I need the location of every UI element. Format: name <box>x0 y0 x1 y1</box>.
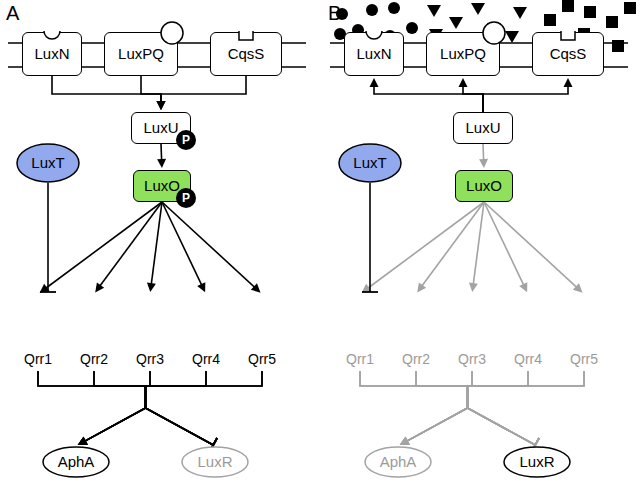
node-label: LuxO <box>466 177 502 195</box>
activation-connector <box>400 371 584 445</box>
activation-connector <box>483 78 573 112</box>
activation-connector <box>147 202 162 292</box>
node-label: Qrr1 <box>24 350 52 368</box>
node-label: LuxT <box>353 154 386 172</box>
activation-connector <box>162 202 205 292</box>
node-label: LuxO <box>144 177 180 195</box>
activation-connector <box>141 76 166 110</box>
inhibition-connector <box>468 371 540 452</box>
inhibition-connector <box>416 371 539 452</box>
inhibition-connector <box>360 371 539 452</box>
activation-connector <box>370 78 484 112</box>
regulator-ellipse: LuxT <box>16 143 80 183</box>
node-label: Qrr1 <box>346 350 374 368</box>
activation-connector <box>78 371 150 445</box>
target-ellipse: LuxR <box>181 446 249 478</box>
activation-connector <box>400 371 472 445</box>
inhibition-connector <box>94 371 217 452</box>
activation-connector <box>360 371 468 445</box>
node-label: LuxN <box>356 45 391 63</box>
inhibition-connector <box>468 371 540 452</box>
node-label: LuxT <box>31 154 64 172</box>
node-label: Qrr4 <box>514 350 542 368</box>
activation-connector <box>417 202 484 292</box>
node-label: Qrr5 <box>570 350 598 368</box>
activation-connector <box>157 144 166 168</box>
protein-box: LuxU <box>453 112 513 144</box>
inhibition-connector <box>362 183 378 292</box>
activation-connector <box>52 76 166 110</box>
srna-node: Qrr5 <box>236 294 288 368</box>
node-label: LuxN <box>34 45 69 63</box>
activation-connector <box>479 144 488 168</box>
node-label: LuxPQ <box>118 45 164 63</box>
phosphate-mark: P <box>176 188 196 208</box>
inhibition-connector <box>146 371 218 452</box>
node-label: Qrr3 <box>458 350 486 368</box>
target-ellipse: AphA <box>42 446 110 478</box>
node-label: LuxR <box>197 453 232 471</box>
activation-connector <box>459 78 484 112</box>
node-label: AphA <box>380 453 417 471</box>
srna-node: Qrr2 <box>68 294 120 368</box>
node-label: LuxPQ <box>440 45 486 63</box>
target-ellipse: LuxR <box>503 446 571 478</box>
node-label: CqsS <box>550 45 587 63</box>
srna-node: Qrr2 <box>390 294 442 368</box>
srna-node: Qrr1 <box>334 294 386 368</box>
activation-connector <box>78 371 262 445</box>
activation-connector <box>157 76 247 110</box>
node-label: Qrr2 <box>80 350 108 368</box>
node-label: CqsS <box>228 45 265 63</box>
receptor-box: CqsS <box>210 32 282 76</box>
node-label: Qrr4 <box>192 350 220 368</box>
srna-node: Qrr3 <box>124 294 176 368</box>
srna-node: Qrr3 <box>446 294 498 368</box>
inhibition-connector <box>146 371 218 452</box>
srna-node: Qrr4 <box>180 294 232 368</box>
panel-letter: A <box>6 2 19 25</box>
regulator-ellipse: LuxT <box>338 143 402 183</box>
receptor-box: LuxN <box>344 32 404 76</box>
panel-letter: B <box>328 2 341 25</box>
activation-connector <box>469 202 484 292</box>
activation-connector <box>484 202 583 293</box>
activation-connector <box>162 202 261 293</box>
protein-box: LuxO <box>455 170 513 202</box>
srna-node: Qrr4 <box>502 294 554 368</box>
target-ellipse: AphA <box>364 446 432 478</box>
node-label: LuxR <box>519 453 554 471</box>
phosphate-mark: P <box>176 130 196 150</box>
srna-node: Qrr1 <box>12 294 64 368</box>
activation-connector <box>40 202 162 293</box>
node-label: LuxU <box>465 119 500 137</box>
node-label: AphA <box>58 453 95 471</box>
activation-connector <box>95 202 162 292</box>
activation-connector <box>362 202 484 293</box>
inhibition-connector <box>40 183 56 292</box>
receptor-box: LuxN <box>22 32 82 76</box>
activation-connector <box>38 371 146 445</box>
inhibition-connector <box>468 371 585 452</box>
receptor-box: LuxPQ <box>104 32 178 76</box>
receptor-box: LuxPQ <box>426 32 500 76</box>
node-label: Qrr5 <box>248 350 276 368</box>
node-label: Qrr2 <box>402 350 430 368</box>
activation-connector <box>400 371 468 445</box>
activation-connector <box>484 202 527 292</box>
node-label: Qrr3 <box>136 350 164 368</box>
inhibition-connector <box>38 371 217 452</box>
receptor-box: CqsS <box>532 32 604 76</box>
activation-connector <box>78 371 146 445</box>
srna-node: Qrr5 <box>558 294 610 368</box>
node-label: LuxU <box>143 119 178 137</box>
inhibition-connector <box>146 371 263 452</box>
